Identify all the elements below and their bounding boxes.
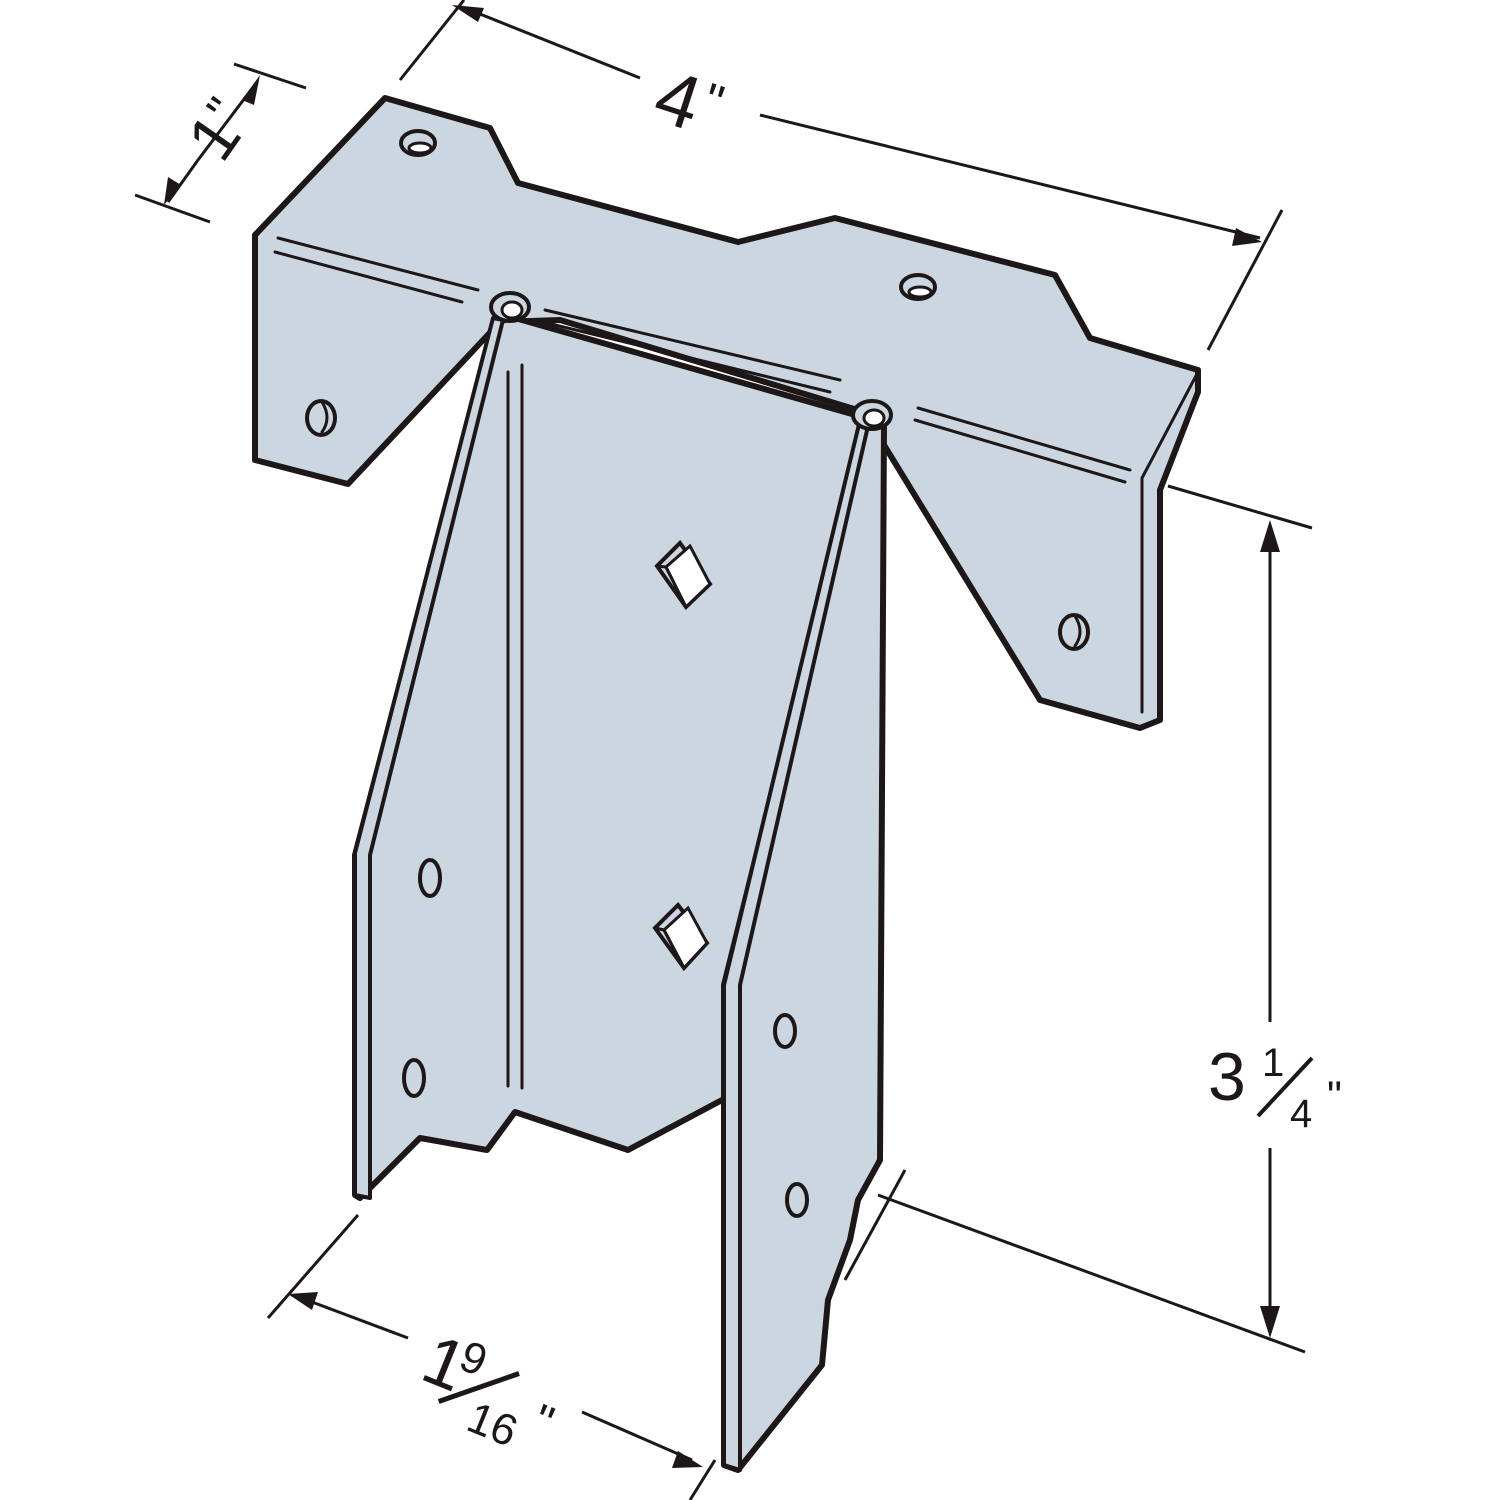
svg-text:": " [525, 1395, 561, 1451]
diamond-hole-lower [652, 901, 710, 972]
dimension-height: 3 1 4 " [877, 484, 1342, 1354]
flange-bend-line-4 [541, 320, 832, 394]
top-flange [252, 95, 1201, 731]
flange-bend-line-6 [913, 418, 1127, 484]
dimension-label-seat-width: 1 9 16 " [412, 1320, 561, 1457]
bracket [252, 95, 1201, 1473]
flange-hole-2 [899, 273, 937, 301]
flange-bend-line-2 [273, 250, 464, 304]
diamond-hole-upper [654, 539, 713, 611]
svg-text:16: 16 [461, 1393, 525, 1457]
right-leg-hole-lower [785, 1182, 809, 1218]
bend-hole-right [851, 399, 893, 431]
dimension-label-height: 3 1 4 " [1208, 1039, 1342, 1136]
flange-face-hole-left [305, 399, 337, 437]
bend-hole-left [489, 291, 531, 323]
left-leg-hole-upper [418, 858, 442, 898]
svg-text:1: 1 [1262, 1041, 1284, 1085]
dimension-flange-depth: 1" [134, 62, 307, 224]
right-leg-hole-upper [773, 1013, 797, 1049]
svg-text:4: 4 [1290, 1092, 1312, 1136]
dimension-label-overall-width: 4" [645, 53, 732, 154]
flange-bend-line-1 [276, 236, 480, 292]
left-leg-hole-lower [402, 1058, 426, 1098]
svg-text:": " [1327, 1072, 1342, 1119]
svg-text:3: 3 [1208, 1039, 1246, 1115]
flange-face-hole-right [1058, 613, 1090, 651]
flange-bend-line-5 [916, 406, 1132, 472]
flange-return-edge [1140, 370, 1200, 714]
flange-bend-line-3 [543, 308, 842, 382]
flange-hole-1 [399, 129, 437, 157]
